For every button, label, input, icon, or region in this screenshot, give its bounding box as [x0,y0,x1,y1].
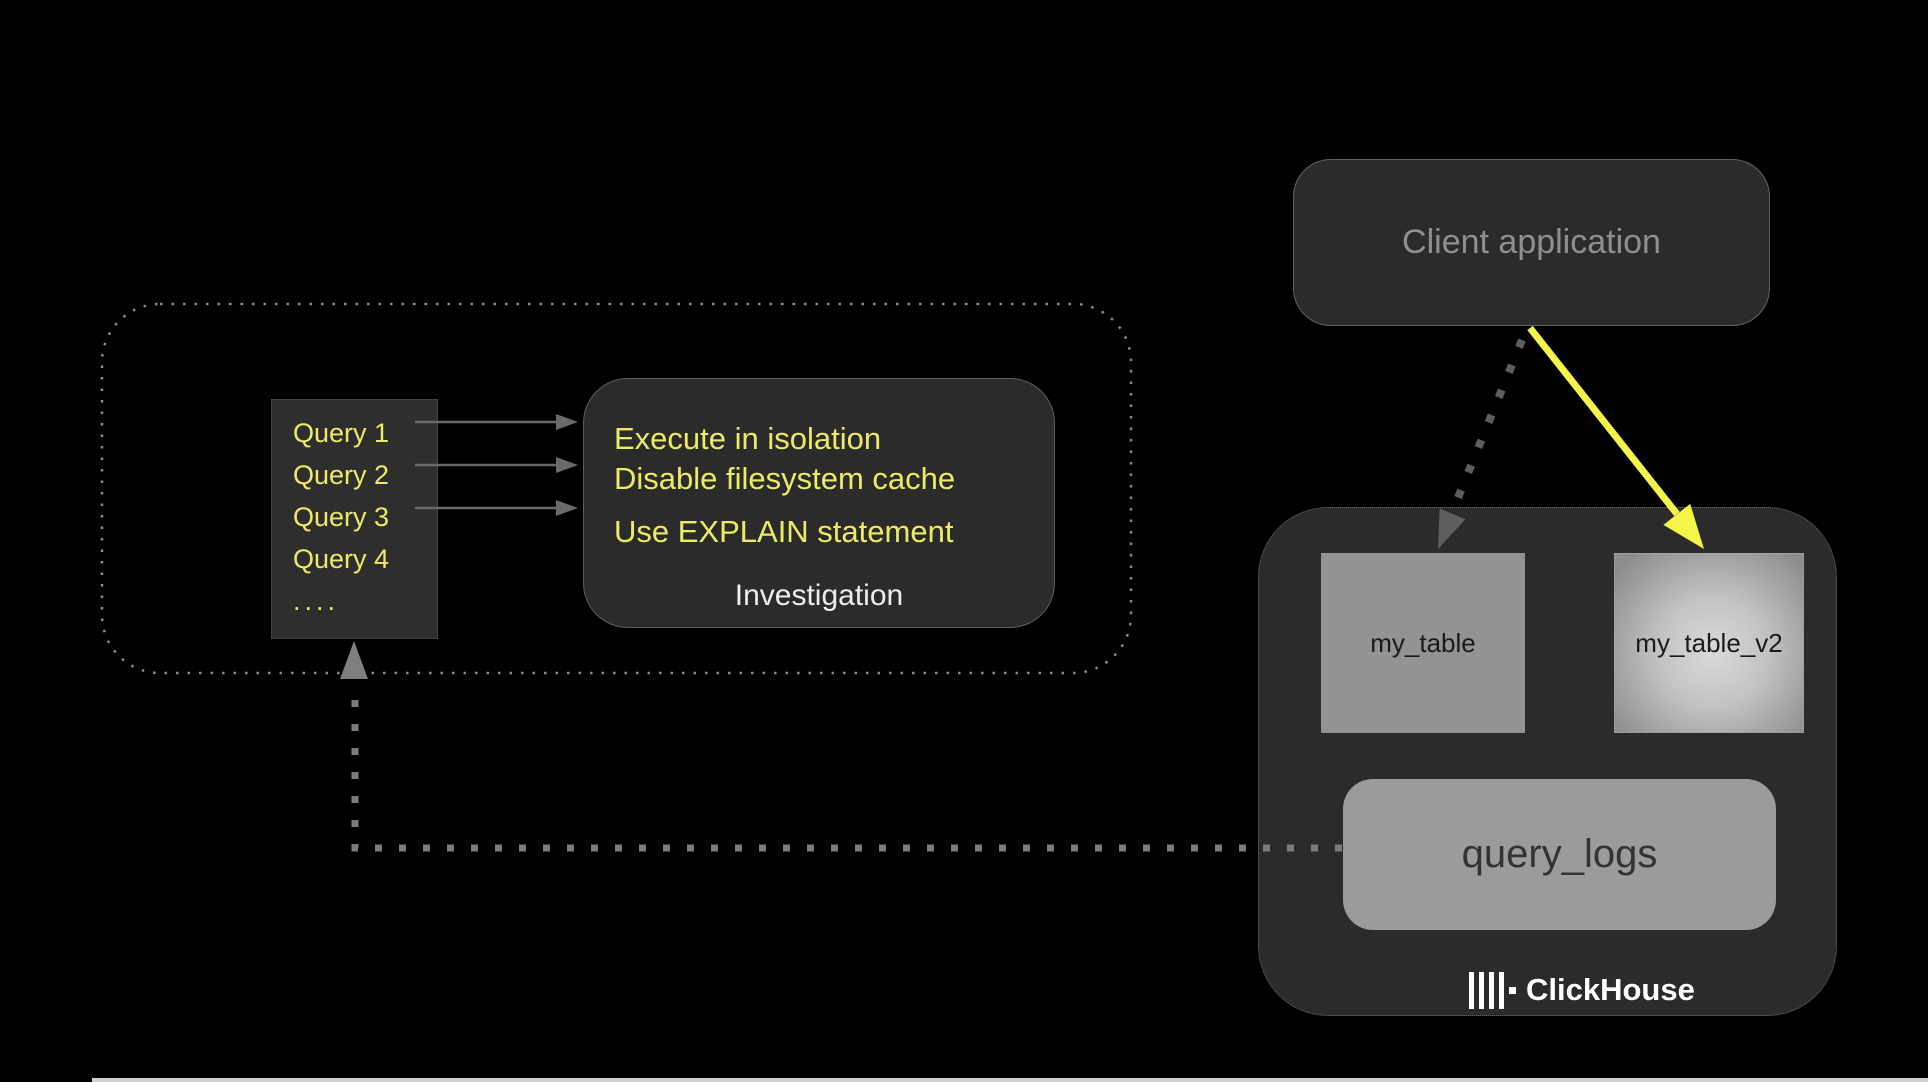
query-item-ellipsis: .... [293,586,340,616]
clickhouse-bars-icon [1469,971,1526,1009]
investigation-box: Execute in isolation Disable filesystem … [583,378,1055,628]
clickhouse-logo: ClickHouse [1469,971,1695,1009]
query-item: Query 4 [293,544,390,574]
clickhouse-brand-label: ClickHouse [1526,972,1695,1007]
my-table-v2-label: my_table_v2 [1635,627,1783,658]
query-logs-label: query_logs [1461,832,1658,876]
tip-disable-filesystem-cache: Disable filesystem cache [614,461,956,496]
investigation-label: Investigation [734,579,904,612]
my-table-v2-box: my_table_v2 [1614,553,1804,733]
bottom-edge-strip [92,1078,1928,1082]
query-logs-box: query_logs [1343,779,1776,930]
query-item: Query 1 [293,418,390,448]
client-application-label: Client application [1402,223,1661,261]
query-arrow-1 [415,414,578,430]
query-item: Query 2 [293,460,390,490]
query-item: Query 3 [293,502,390,532]
query-arrow-2 [415,457,578,473]
query-list-box: Query 1 Query 2 Query 3 Query 4 .... [271,399,438,639]
tip-execute-in-isolation: Execute in isolation [614,421,882,456]
tip-use-explain-statement: Use EXPLAIN statement [614,514,954,549]
query-logs-feedback-dotted-arrow [340,641,1342,852]
client-application-box: Client application [1293,159,1770,326]
my-table-box: my_table [1321,553,1525,733]
query-arrow-3 [415,500,578,516]
clickhouse-container: my_table my_table_v2 query_logs ClickHou… [1258,507,1837,1016]
my-table-label: my_table [1370,627,1476,658]
